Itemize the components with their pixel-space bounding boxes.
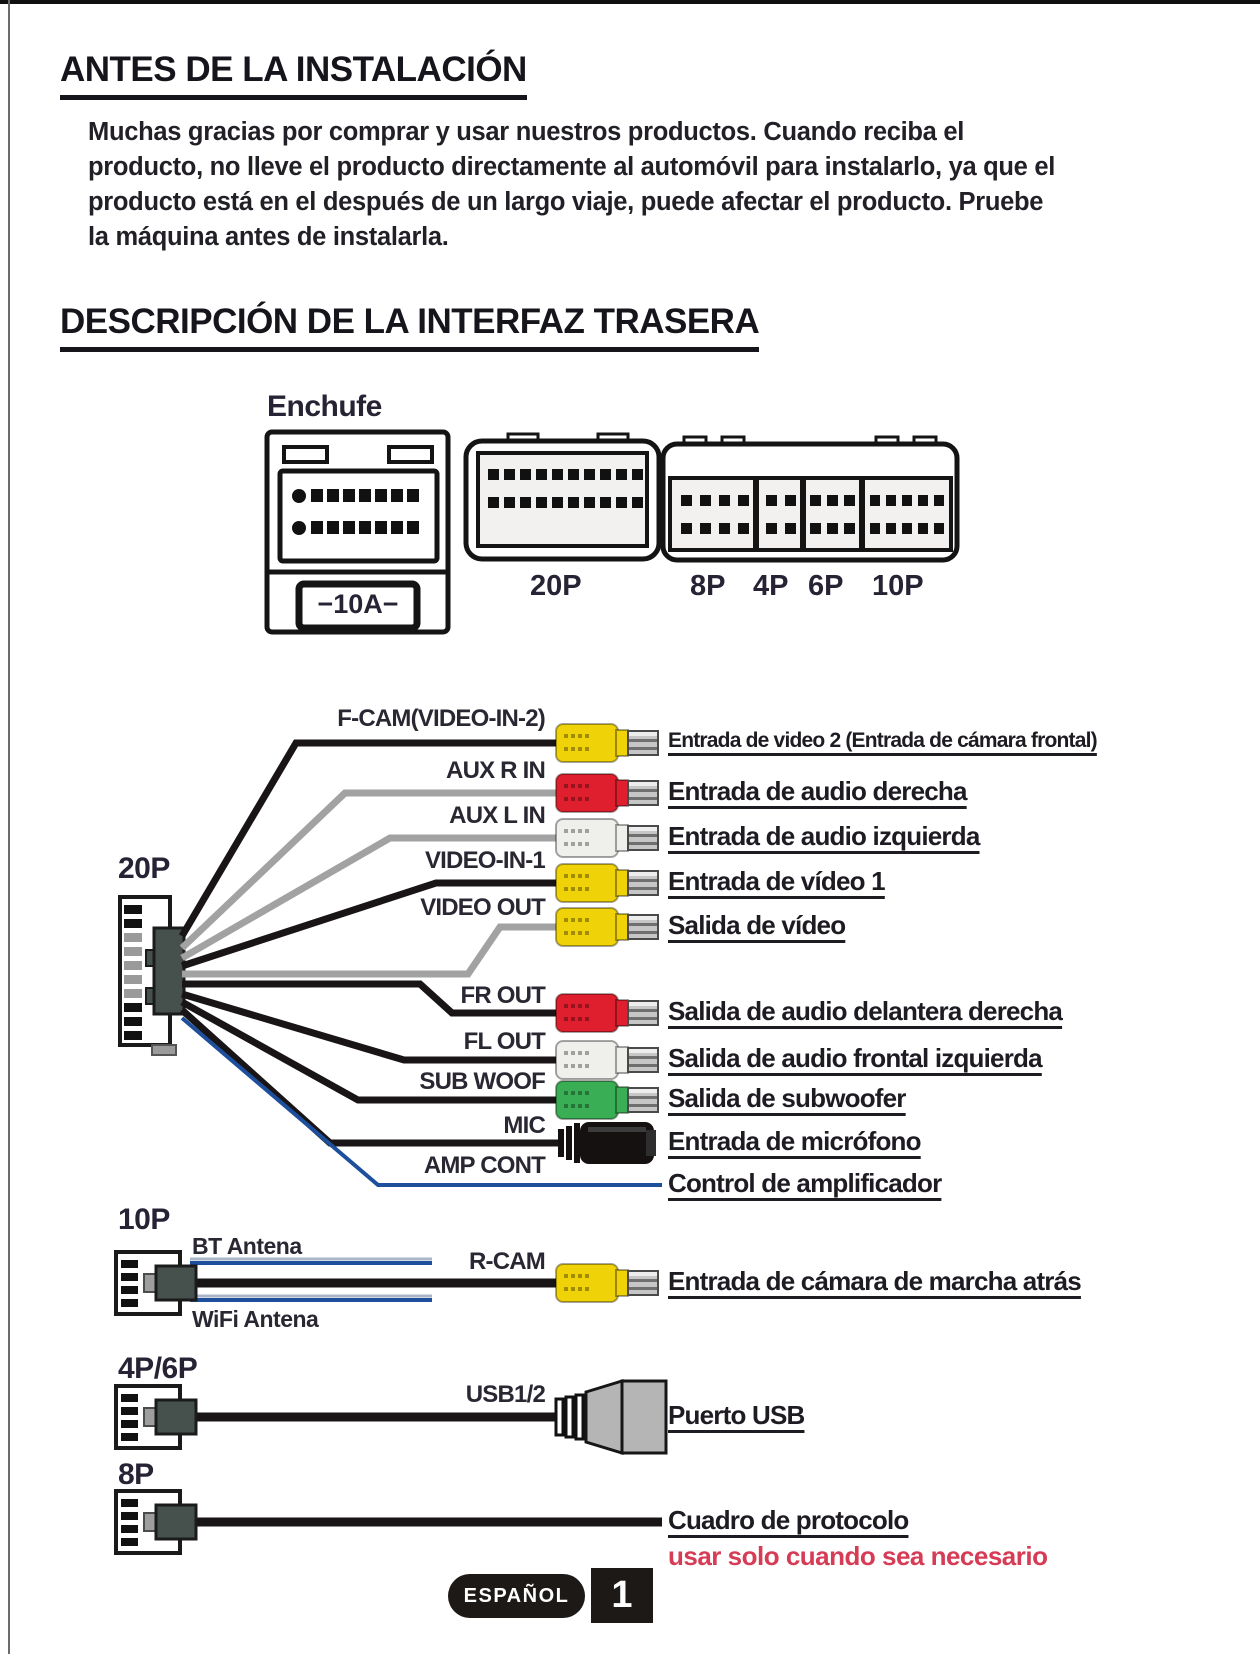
harness-20p-wires (178, 739, 662, 1187)
intro-paragraph-line: la máquina antes de instalarla. (88, 223, 449, 251)
wifi-antenna-label: WiFi Antena (192, 1306, 319, 1332)
connector-20p-drawing (463, 432, 662, 562)
rca-plug-white (555, 818, 659, 858)
desc-audio-out-fl: Salida de audio frontal izquierda (668, 1043, 1043, 1073)
fuse-holder (295, 580, 421, 632)
wire-label-r-cam: R-CAM (469, 1248, 546, 1275)
desc-amp-control: Control de amplificador (668, 1168, 942, 1198)
connector-20p-label: 20P (530, 570, 582, 602)
wire-label-mic: MIC (503, 1112, 545, 1139)
harness-8p-label: 8P (118, 1458, 154, 1491)
harness-4p6p (114, 1378, 668, 1456)
intro-paragraph-line: producto, no lleve el producto directame… (88, 153, 1055, 181)
desc-mic-in: Entrada de micrófono (668, 1126, 922, 1156)
wire-amp-cont (180, 1016, 662, 1187)
wire-label-video-in-1: VIDEO-IN-1 (424, 847, 546, 874)
plug-pins (292, 489, 419, 535)
rca-plug-yellow (555, 723, 659, 763)
wire-aux-r (179, 789, 558, 951)
desc-subwoofer-out: Salida de subwoofer (668, 1083, 906, 1113)
connector-4p-label: 4P (753, 570, 789, 602)
wire-video-in-1 (180, 879, 558, 970)
rca-plug-yellow (555, 907, 659, 947)
intro-paragraph-line: Muchas gracias por comprar y usar nuestr… (88, 118, 964, 146)
rca-plug-red (555, 773, 659, 813)
wire-sub-woof (180, 998, 558, 1104)
bt-antenna-label: BT Antena (192, 1233, 302, 1259)
wire-label-aux-r-in: AUX R IN (446, 757, 546, 784)
rca-plug-green (555, 1080, 659, 1120)
wire-fr-out (182, 980, 558, 1017)
plug-label: Enchufe (267, 390, 382, 423)
desc-video-in-1: Entrada de vídeo 1 (668, 866, 886, 896)
harness-4p6p-label: 4P/6P (118, 1352, 198, 1385)
desc-usb-port: Puerto USB (668, 1400, 805, 1430)
harness-8p (114, 1489, 662, 1555)
rca-plug-red (555, 993, 659, 1033)
harness-20p-connector (118, 895, 186, 1056)
harness-20p-label: 20P (118, 852, 170, 885)
harness-8p-connector (114, 1489, 198, 1555)
wire-video-out (182, 923, 558, 978)
wire-label-fr-out: FR OUT (460, 982, 545, 1009)
wire-label-video-out: VIDEO OUT (420, 894, 546, 921)
desc-video-in-2: Entrada de video 2 (Entrada de cámara fr… (668, 729, 1098, 752)
connector-8p-label: 8P (690, 570, 726, 602)
protocol-note: usar solo cuando sea necesario (668, 1541, 1048, 1571)
mic-jack (558, 1122, 656, 1164)
harness-10p (114, 1250, 558, 1316)
rca-plug-yellow (555, 1263, 659, 1303)
desc-video-out: Salida de vídeo (668, 910, 846, 940)
desc-audio-out-fr: Salida de audio delantera derecha (668, 996, 1063, 1026)
power-plug-drawing (264, 429, 451, 635)
harness-4p6p-connector (114, 1384, 198, 1450)
desc-audio-in-left: Entrada de audio izquierda (668, 821, 980, 851)
harness-10p-label: 10P (118, 1203, 170, 1236)
wire-aux-l (180, 834, 558, 962)
wire-label-amp-cont: AMP CONT (423, 1152, 546, 1179)
wire-f-cam (178, 739, 558, 938)
connector-6p-label: 6P (808, 570, 844, 602)
desc-audio-in-right: Entrada de audio derecha (668, 776, 967, 806)
language-badge: ESPAÑOL (448, 1574, 585, 1618)
wire-label-aux-l-in: AUX L IN (449, 802, 546, 829)
page-top-border (0, 0, 1260, 4)
page-title: ANTES DE LA INSTALACIÓN (60, 50, 527, 100)
wire-label-fl-out: FL OUT (463, 1028, 546, 1055)
wire-fl-out (181, 990, 558, 1064)
usb-port-drawing (554, 1378, 668, 1456)
intro-paragraph-line: producto está en el después de un largo … (88, 188, 1044, 216)
desc-protocol-box: Cuadro de protocolo (668, 1505, 909, 1535)
rca-plug-yellow (555, 863, 659, 903)
page-number: 1 (591, 1568, 653, 1623)
wire-label-sub-woof: SUB WOOF (419, 1068, 545, 1095)
connector-10p-label: 10P (872, 570, 924, 602)
section-title: DESCRIPCIÓN DE LA INTERFAZ TRASERA (60, 302, 760, 352)
wire-label-usb: USB1/2 (465, 1381, 546, 1408)
page-left-border (8, 0, 10, 1654)
harness-10p-connector (114, 1250, 198, 1316)
connector-block-drawing (660, 435, 960, 563)
rca-plug-white (555, 1040, 659, 1080)
wire-label-f-cam: F-CAM(VIDEO-IN-2) (337, 705, 546, 732)
fuse-label: −10A− (317, 589, 399, 619)
desc-rear-camera-in: Entrada de cámara de marcha atrás (668, 1266, 1082, 1296)
